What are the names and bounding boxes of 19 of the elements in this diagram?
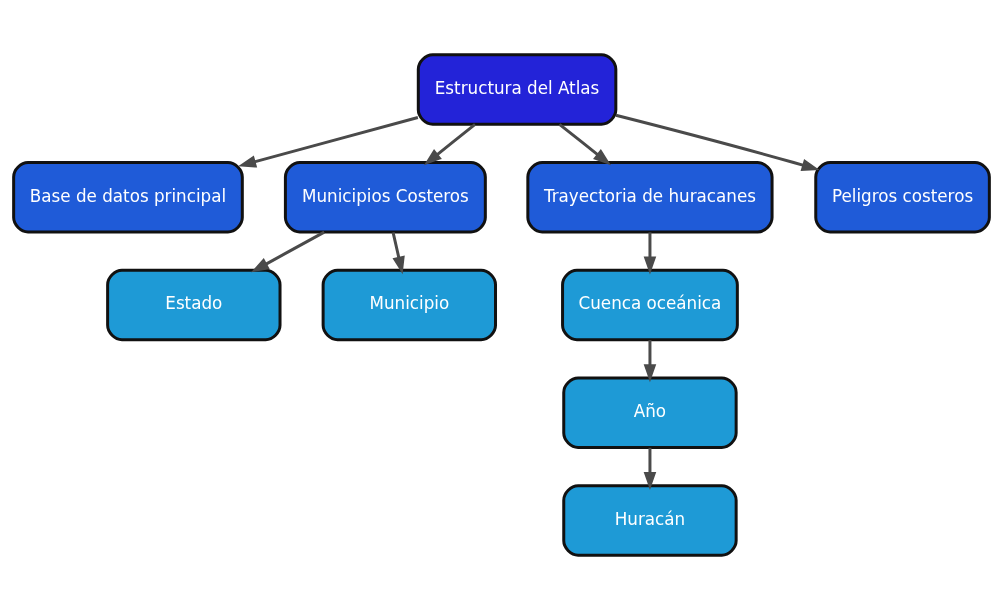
node-box: Cuenca oceánica [561, 268, 739, 341]
arrow [643, 339, 657, 382]
node-box: Base de datos principal [12, 160, 244, 233]
arrow [558, 122, 612, 165]
arrow [643, 447, 657, 490]
node-box: Municipios Costeros [283, 160, 487, 233]
arrow [615, 113, 820, 171]
node-box: Estado [106, 268, 282, 341]
node-box: Año [562, 376, 738, 449]
arrow [238, 115, 419, 168]
node-box: Peligros costeros [814, 160, 991, 233]
arrow [391, 231, 405, 274]
node-box: Trayectoria de huracanes [526, 160, 774, 233]
arrow [643, 231, 657, 274]
arrow [423, 122, 476, 165]
node-box: Estructura del Atlas [416, 52, 618, 126]
node-box: Municipio [321, 268, 497, 341]
arrow [251, 230, 325, 272]
node-box: Huracán [562, 483, 738, 557]
